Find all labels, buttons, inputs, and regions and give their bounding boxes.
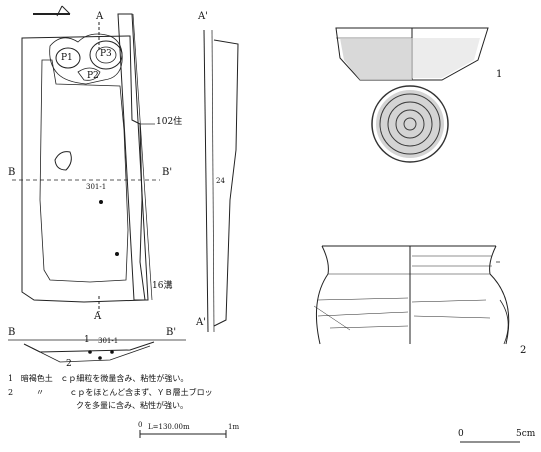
legend-row-3: クを多量に含み、粘性が強い。 [76, 401, 188, 411]
legend-desc: クを多量に含み、粘性が強い。 [76, 401, 188, 410]
label-vessel-1: 1 [496, 69, 503, 80]
legend-row-2: 2 〃 ｃｐをほとんど含まず、ＹＢ層土ブロッ [8, 388, 213, 398]
section-find-dot [88, 350, 92, 354]
section-a-profile [213, 39, 239, 327]
label-a-prime-bottom: A' [196, 317, 206, 328]
dwelling-floor-outline [39, 59, 129, 283]
legend-num: 2 [8, 388, 14, 397]
pit-cluster-outline [49, 33, 123, 85]
scale-level: L=130.00m [148, 423, 190, 431]
label-vessel-2: 2 [520, 345, 527, 356]
legend-soil: 〃 [35, 388, 44, 397]
pit-p2 [77, 67, 101, 81]
label-layer-2: 2 [66, 359, 72, 369]
label-find-301-1: 301-1 [86, 183, 107, 191]
legend-soil: 暗褐色土 [20, 374, 53, 383]
section-a-line-2 [211, 29, 215, 333]
vessel-1-base-rubbing [371, 85, 449, 163]
label-b-prime: B' [162, 167, 173, 178]
label-marker-24: 24 [216, 177, 225, 185]
label-layer-1: 1 [84, 335, 90, 345]
legend-row-1: 1 暗褐色土 ｃｐ細粒を微量含み、粘性が強い。 [8, 374, 188, 384]
label-section-b-prime: B' [166, 327, 177, 338]
dwelling-outline [21, 35, 146, 303]
find-dot-301-1 [99, 200, 103, 204]
label-a-prime-top: A' [198, 11, 208, 22]
artifact-scale-zero: 0 [458, 429, 464, 439]
section-a-line-1 [203, 29, 209, 333]
scale-end: 1m [228, 423, 240, 431]
label-ditch-16: 16溝 [152, 281, 173, 291]
legend-num: 1 [8, 374, 14, 383]
pit-p3-inner [95, 46, 117, 64]
ditch-16-band [117, 13, 149, 301]
section-find-dot-3 [110, 350, 114, 354]
north-arrow-icon [33, 5, 71, 17]
label-section-b: B [8, 327, 16, 338]
section-b-profile [23, 341, 155, 353]
artifact-scale-end: 5cm [516, 429, 536, 439]
label-p3: P3 [100, 49, 112, 59]
label-a-top: A [96, 11, 104, 22]
label-p1: P1 [61, 53, 73, 63]
pit-p1 [55, 47, 81, 69]
vessel-2-drawing [313, 245, 510, 345]
legend-desc: ｃｐ細粒を微量含み、粘性が強い。 [60, 374, 189, 383]
section-find-dot-2 [98, 356, 102, 360]
label-section-find-301-1: 301-1 [98, 337, 119, 345]
find-dot [115, 252, 119, 256]
scale-zero: 0 [138, 421, 143, 429]
label-b-left: B [8, 167, 16, 178]
label-p2: P2 [87, 71, 99, 81]
label-dwelling-102: 102住 [156, 117, 183, 127]
floor-pit [54, 151, 72, 171]
label-a-bottom: A [94, 311, 102, 322]
legend-desc: ｃｐをほとんど含まず、ＹＢ層土ブロッ [69, 388, 213, 397]
